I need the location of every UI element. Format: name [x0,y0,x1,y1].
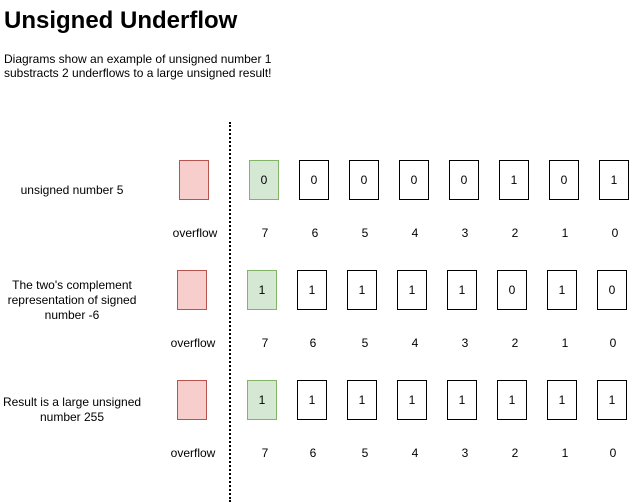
bit-5-box: 1 [347,380,377,420]
bit-2-box: 1 [497,380,527,420]
bit-7-box: 1 [247,380,277,420]
overflow-divider-line [229,122,231,502]
bit-1-box: 1 [547,380,577,420]
bit-index-label: 7 [261,226,269,240]
bit-index-label: 3 [461,446,469,460]
bit-index-label: 2 [511,336,519,350]
bit-index-label: 3 [461,226,469,240]
bit-2-box: 0 [497,270,527,310]
bit-1-box: 1 [547,270,577,310]
overflow-bit-box [177,270,207,310]
bit-7-box: 0 [249,160,279,200]
bit-index-label: 5 [361,446,369,460]
bit-7-box: 1 [247,270,277,310]
bit-index-label: 3 [461,336,469,350]
bit-index-label: 0 [609,336,617,350]
bit-5-box: 1 [347,270,377,310]
bit-5-box: 0 [349,160,379,200]
row-twos-complement-minus-six: The two's complement representation of s… [0,270,632,370]
bit-index-label: 6 [311,226,319,240]
bit-index-label: 2 [511,226,519,240]
diagram-subtitle: Diagrams show an example of unsigned num… [4,52,272,80]
bit-3-box: 1 [447,270,477,310]
bit-2-box: 1 [499,160,529,200]
bit-index-label: 5 [361,336,369,350]
bit-index-label: 5 [361,226,369,240]
bit-index-label: 1 [561,226,569,240]
bit-4-box: 0 [399,160,429,200]
bit-6-box: 0 [299,160,329,200]
overflow-label: overflow [172,226,218,240]
diagram-title: Unsigned Underflow [4,7,238,34]
bit-index-label: 2 [511,446,519,460]
overflow-label: overflow [170,446,216,460]
bit-3-box: 1 [447,380,477,420]
row-label: Result is a large unsigned number 255 [2,395,142,424]
row-unsigned-five: unsigned number 5 0 0 0 0 0 1 0 1 overfl… [0,160,632,260]
bit-index-label: 1 [561,336,569,350]
bit-3-box: 0 [449,160,479,200]
bit-index-label: 4 [411,446,419,460]
overflow-bit-box [179,160,209,200]
bit-index-label: 6 [309,336,317,350]
row-label: The two's complement representation of s… [7,277,137,322]
bit-index-label: 0 [609,446,617,460]
bit-index-label: 4 [411,336,419,350]
bit-0-box: 1 [599,160,629,200]
row-label: unsigned number 5 [20,182,124,197]
bit-index-label: 4 [411,226,419,240]
bit-6-box: 1 [297,270,327,310]
row-result-255: Result is a large unsigned number 255 1 … [0,380,632,480]
bit-4-box: 1 [397,270,427,310]
bit-index-label: 7 [261,336,269,350]
bit-index-label: 7 [261,446,269,460]
overflow-bit-box [177,380,207,420]
bit-6-box: 1 [297,380,327,420]
overflow-label: overflow [170,336,216,350]
bit-0-box: 1 [597,380,627,420]
bit-index-label: 1 [561,446,569,460]
bit-index-label: 6 [309,446,317,460]
bit-index-label: 0 [611,226,619,240]
bit-4-box: 1 [397,380,427,420]
bit-0-box: 0 [597,270,627,310]
bit-1-box: 0 [549,160,579,200]
